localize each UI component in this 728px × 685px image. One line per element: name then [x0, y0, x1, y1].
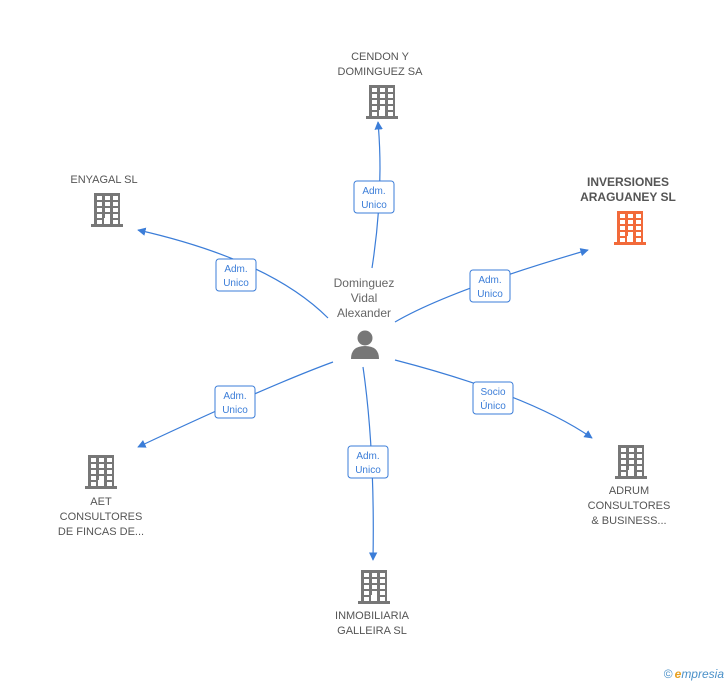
relation-text: Adm.: [362, 186, 385, 197]
relation-text: Unico: [222, 405, 248, 416]
company-name-line: DE FINCAS DE...: [58, 526, 144, 538]
relation-text: Unico: [355, 465, 381, 476]
relation-text: Unico: [361, 200, 387, 211]
person-name-line: Dominguez: [334, 276, 395, 290]
company-name-line: & BUSINESS...: [591, 515, 666, 527]
empresia-logo: ©empresia: [664, 667, 724, 681]
relation-badge-aet[interactable]: Adm. Unico: [214, 385, 256, 419]
building-icon[interactable]: [614, 211, 646, 245]
company-name-line: DOMINGUEZ SA: [338, 66, 424, 78]
company-name-line: ARAGUANEY SL: [580, 190, 676, 204]
company-name-line: ADRUM: [609, 485, 649, 497]
relation-text: Único: [480, 399, 506, 412]
building-icon[interactable]: [615, 445, 647, 479]
relation-badge-cendon[interactable]: Adm. Unico: [353, 180, 395, 214]
company-name-line: INVERSIONES: [587, 175, 669, 189]
relation-text: Unico: [223, 278, 249, 289]
relation-text: Adm.: [223, 391, 246, 402]
relation-text: Adm.: [356, 451, 379, 462]
company-name-aet[interactable]: AET CONSULTORES DE FINCAS DE...: [58, 496, 144, 538]
relation-badge-enyagal[interactable]: Adm. Unico: [215, 258, 257, 292]
company-name-cendon[interactable]: CENDON Y DOMINGUEZ SA: [338, 51, 424, 78]
brand-rest: mpresia: [681, 667, 724, 681]
building-icon[interactable]: [85, 455, 117, 489]
company-name-line: INMOBILIARIA: [335, 610, 410, 622]
relation-text: Unico: [477, 289, 503, 300]
company-name-line: AET: [90, 496, 112, 508]
brand-initial: e: [674, 667, 682, 681]
company-name-enyagal[interactable]: ENYAGAL SL: [70, 174, 137, 186]
building-icon[interactable]: [366, 85, 398, 119]
company-name-adrum[interactable]: ADRUM CONSULTORES & BUSINESS...: [588, 485, 671, 527]
person-icon: [351, 330, 379, 359]
copyright-icon: ©: [663, 667, 673, 681]
relation-text: Adm.: [224, 264, 247, 275]
relation-text: Adm.: [478, 275, 501, 286]
company-name-inmobiliaria[interactable]: INMOBILIARIA GALLEIRA SL: [335, 610, 410, 637]
person-name-line: Vidal: [351, 291, 377, 305]
company-name-line: CENDON Y: [351, 51, 410, 63]
company-name-line: ENYAGAL SL: [70, 174, 137, 186]
company-name-line: CONSULTORES: [588, 500, 671, 512]
building-icon[interactable]: [358, 570, 390, 604]
company-name-line: CONSULTORES: [60, 511, 143, 523]
relation-badge-inversiones[interactable]: Adm. Unico: [469, 269, 511, 303]
relation-text: Socio: [480, 387, 505, 398]
building-icon[interactable]: [91, 193, 123, 227]
relation-badge-inmobiliaria[interactable]: Adm. Unico: [347, 445, 389, 479]
person-name-line: Alexander: [337, 306, 391, 320]
company-name-line: GALLEIRA SL: [337, 625, 407, 637]
